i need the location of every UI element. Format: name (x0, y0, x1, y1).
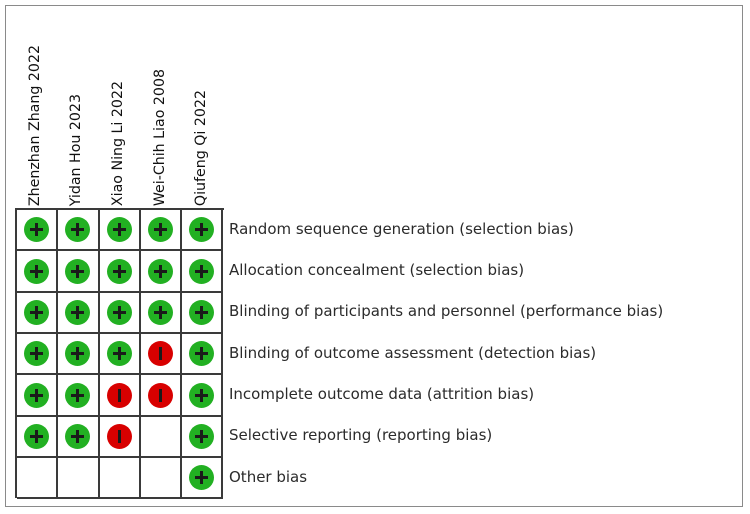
column-header-3: Xiao Ning Li 2022 (97, 8, 139, 206)
risk-of-bias-summary-figure: Zhenzhan Zhang 2022 Yidan Hou 2023 Xiao Ni… (5, 5, 743, 507)
grid-row (17, 210, 224, 252)
judgement-cell-r1-c5[interactable] (182, 210, 224, 252)
risk-of-bias-grid (15, 208, 224, 500)
plus-icon (189, 258, 215, 284)
judgement-cell-r4-c5[interactable] (182, 334, 224, 376)
judgement-cell-r6-c2[interactable] (58, 416, 100, 459)
plus-icon (106, 217, 132, 243)
plus-icon (24, 217, 50, 243)
plus-icon (148, 217, 174, 243)
judgement-cell-r1-c3[interactable] (99, 210, 141, 252)
empty-judgement (148, 424, 173, 449)
plus-icon (24, 423, 50, 449)
row-label-column: Random sequence generation (selection bi… (229, 208, 729, 498)
judgement-cell-r5-c1[interactable] (17, 375, 59, 417)
plus-icon (65, 423, 91, 449)
row-label-1: Random sequence generation (selection bi… (229, 219, 574, 238)
judgement-cell-r2-c2[interactable] (58, 251, 100, 293)
judgement-cell-r4-c2[interactable] (58, 334, 100, 376)
plus-icon (106, 341, 132, 367)
judgement-cell-r2-c4[interactable] (140, 251, 183, 293)
empty-judgement (107, 465, 132, 490)
judgement-cell-r5-c5[interactable] (182, 375, 224, 417)
judgement-cell-r2-c1[interactable] (17, 251, 59, 293)
row-label-7: Other bias (229, 467, 308, 486)
grid-row (17, 458, 224, 500)
plus-icon (148, 299, 174, 325)
judgement-cell-r3-c3[interactable] (99, 292, 141, 335)
row-label-2: Allocation concealment (selection bias) (229, 261, 525, 280)
column-header-row: Zhenzhan Zhang 2022 Yidan Hou 2023 Xiao Ni… (14, 8, 223, 206)
column-header-label: Qiufeng Qi 2022 (193, 89, 210, 206)
judgement-cell-r4-c1[interactable] (17, 334, 59, 376)
judgement-cell-r6-c3[interactable] (99, 416, 141, 459)
column-header-label: Zhenzhan Zhang 2022 (26, 44, 43, 206)
plus-icon (65, 382, 91, 408)
judgement-cell-r4-c3[interactable] (99, 334, 141, 376)
plus-icon (65, 217, 91, 243)
empty-judgement (24, 465, 49, 490)
judgement-cell-r5-c4[interactable] (140, 375, 183, 417)
plus-icon (24, 299, 50, 325)
column-header-2: Yidan Hou 2023 (56, 8, 98, 206)
plus-icon (65, 341, 91, 367)
judgement-cell-r6-c4[interactable] (140, 416, 183, 459)
plus-icon (189, 217, 215, 243)
judgement-cell-r5-c2[interactable] (58, 375, 100, 417)
grid-row (17, 334, 224, 376)
judgement-cell-r7-c2[interactable] (58, 458, 100, 500)
row-label-6: Selective reporting (reporting bias) (229, 426, 493, 445)
plus-icon (65, 299, 91, 325)
minus-icon (148, 341, 174, 367)
judgement-cell-r1-c1[interactable] (17, 210, 59, 252)
plus-icon (24, 382, 50, 408)
judgement-cell-r1-c2[interactable] (58, 210, 100, 252)
judgement-cell-r7-c4[interactable] (140, 458, 183, 500)
grid-row (17, 375, 224, 417)
column-header-label: Wei-Chih Liao 2008 (151, 68, 168, 206)
plus-icon (148, 258, 174, 284)
judgement-cell-r2-c3[interactable] (99, 251, 141, 293)
grid-row (17, 292, 224, 335)
judgement-cell-r6-c1[interactable] (17, 416, 59, 459)
judgement-cell-r2-c5[interactable] (182, 251, 224, 293)
plus-icon (189, 423, 215, 449)
plus-icon (65, 258, 91, 284)
judgement-cell-r1-c4[interactable] (140, 210, 183, 252)
plus-icon (106, 299, 132, 325)
plus-icon (24, 341, 50, 367)
column-header-5: Qiufeng Qi 2022 (181, 8, 223, 206)
empty-judgement (148, 465, 173, 490)
grid-row (17, 251, 224, 293)
judgement-cell-r6-c5[interactable] (182, 416, 224, 459)
judgement-cell-r3-c1[interactable] (17, 292, 59, 335)
plus-icon (189, 465, 215, 491)
judgement-cell-r5-c3[interactable] (99, 375, 141, 417)
column-header-label: Yidan Hou 2023 (68, 93, 85, 206)
grid-row (17, 416, 224, 459)
row-label-4: Blinding of outcome assessment (detectio… (229, 343, 597, 362)
judgement-cell-r7-c1[interactable] (17, 458, 59, 500)
column-header-1: Zhenzhan Zhang 2022 (14, 8, 56, 206)
judgement-cell-r7-c3[interactable] (99, 458, 141, 500)
plus-icon (189, 382, 215, 408)
minus-icon (148, 382, 174, 408)
empty-judgement (65, 465, 90, 490)
row-label-5: Incomplete outcome data (attrition bias) (229, 385, 535, 404)
column-header-4: Wei-Chih Liao 2008 (139, 8, 181, 206)
column-header-label: Xiao Ning Li 2022 (110, 80, 127, 206)
plus-icon (189, 299, 215, 325)
judgement-cell-r4-c4[interactable] (140, 334, 183, 376)
minus-icon (106, 423, 132, 449)
minus-icon (106, 382, 132, 408)
plus-icon (106, 258, 132, 284)
judgement-cell-r7-c5[interactable] (182, 458, 224, 500)
plus-icon (189, 341, 215, 367)
judgement-cell-r3-c2[interactable] (58, 292, 100, 335)
judgement-cell-r3-c4[interactable] (140, 292, 183, 335)
judgement-cell-r3-c5[interactable] (182, 292, 224, 335)
plus-icon (24, 258, 50, 284)
row-label-3: Blinding of participants and personnel (… (229, 302, 664, 321)
